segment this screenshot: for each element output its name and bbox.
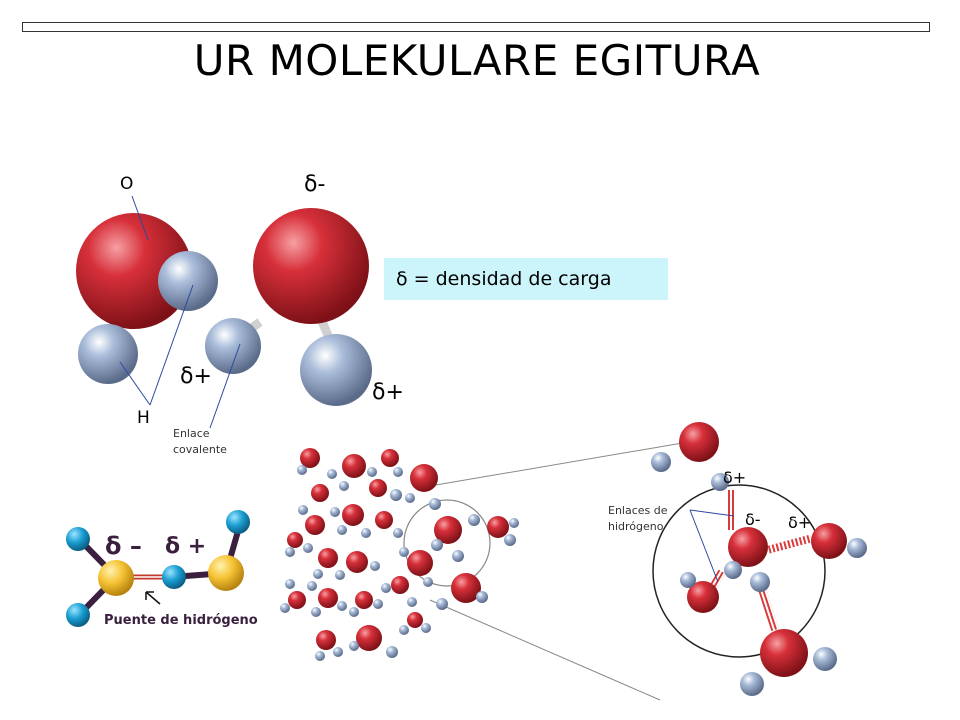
oxygen-atom bbox=[76, 213, 192, 329]
water-molecule-left bbox=[76, 213, 218, 384]
covalent-bond-label: Enlace covalente bbox=[173, 427, 227, 456]
bridge-delta-minus-label: δ – bbox=[105, 532, 142, 560]
legend-text: δ = densidad de carga bbox=[396, 268, 612, 290]
pointer-lines bbox=[119, 195, 241, 429]
water-cluster bbox=[280, 439, 701, 701]
hydrogen-atom bbox=[158, 251, 218, 311]
title-bar-frame bbox=[22, 22, 930, 32]
delta-plus-label: δ+ bbox=[372, 380, 404, 405]
hydrogen-atom bbox=[205, 318, 261, 374]
hydrogen-bonds-label: Enlaces de hidrógeno bbox=[608, 504, 668, 533]
oxygen-label: O bbox=[120, 174, 134, 194]
oxygen-atom bbox=[253, 208, 369, 324]
hydrogen-atom bbox=[78, 324, 138, 384]
zoom-delta-minus-label: δ- bbox=[745, 510, 761, 529]
hydrogen-atom bbox=[300, 334, 372, 406]
bridge-caption: Puente de hidrógeno bbox=[104, 613, 258, 628]
legend-box: δ = densidad de carga bbox=[384, 258, 668, 300]
zoom-delta-plus-label: δ+ bbox=[788, 513, 812, 532]
bridge-delta-plus-label: δ + bbox=[165, 534, 207, 559]
hydrogen-label: H bbox=[137, 408, 150, 428]
delta-plus-label: δ+ bbox=[180, 364, 212, 389]
zoom-hydrogen-bonds bbox=[651, 422, 867, 696]
delta-minus-label: δ- bbox=[304, 172, 326, 197]
zoom-delta-plus-label: δ+ bbox=[723, 468, 747, 487]
water-molecule-right bbox=[205, 208, 372, 406]
slide-title: UR MOLEKULARE EGITURA bbox=[193, 36, 761, 85]
hydrogen-bridge-diagram bbox=[66, 510, 250, 627]
